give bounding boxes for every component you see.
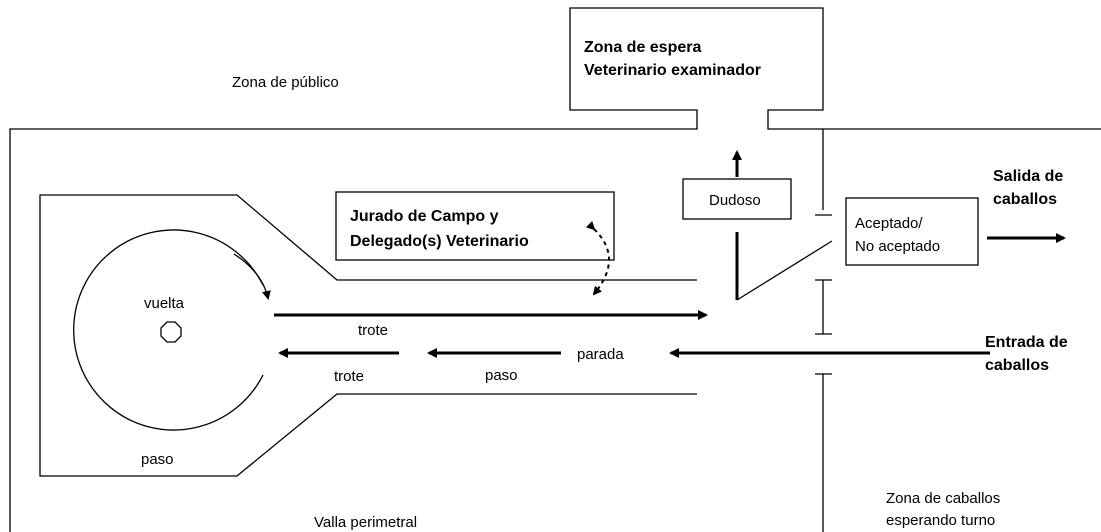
circle-direction-arrow [233, 253, 271, 300]
paso-circle-label: paso [141, 451, 174, 468]
dudoso-label: Dudoso [709, 192, 761, 209]
salida-label-2: caballos [993, 191, 1057, 208]
turning-circle [73, 229, 264, 431]
jurado-label-1: Jurado de Campo y [350, 208, 499, 225]
zona-espera-label-1: Zona de espera [584, 39, 701, 56]
valla-label: Valla perimetral [314, 514, 417, 531]
trote-upper-label: trote [358, 322, 388, 339]
jurado-box [335, 191, 615, 261]
jurado-observation-arrow [585, 220, 610, 296]
dudoso-box [682, 178, 792, 220]
parada-label: parada [577, 346, 624, 363]
zona-publico-label: Zona de público [232, 74, 339, 91]
paso-lower-label: paso [485, 367, 518, 384]
zona-caballos-label-2: esperando turno [886, 512, 995, 529]
aceptado-label-2: No aceptado [855, 238, 940, 255]
perimeter-fence [9, 7, 1101, 532]
entrada-label-2: caballos [985, 357, 1049, 374]
vuelta-label: vuelta [144, 295, 185, 312]
decision-diagonal [736, 240, 833, 301]
jurado-label-2: Delegado(s) Veterinario [350, 233, 529, 250]
trote-lower-label: trote [334, 368, 364, 385]
aceptado-box [845, 197, 979, 266]
center-post-octagon [160, 321, 182, 343]
aceptado-label-1: Aceptado/ [855, 215, 923, 232]
salida-label-1: Salida de [993, 168, 1063, 185]
zona-espera-label-2: Veterinario examinador [584, 62, 761, 79]
zona-caballos-label-1: Zona de caballos [886, 490, 1000, 507]
entrada-label-1: Entrada de [985, 334, 1068, 351]
arena-outline [39, 194, 697, 477]
